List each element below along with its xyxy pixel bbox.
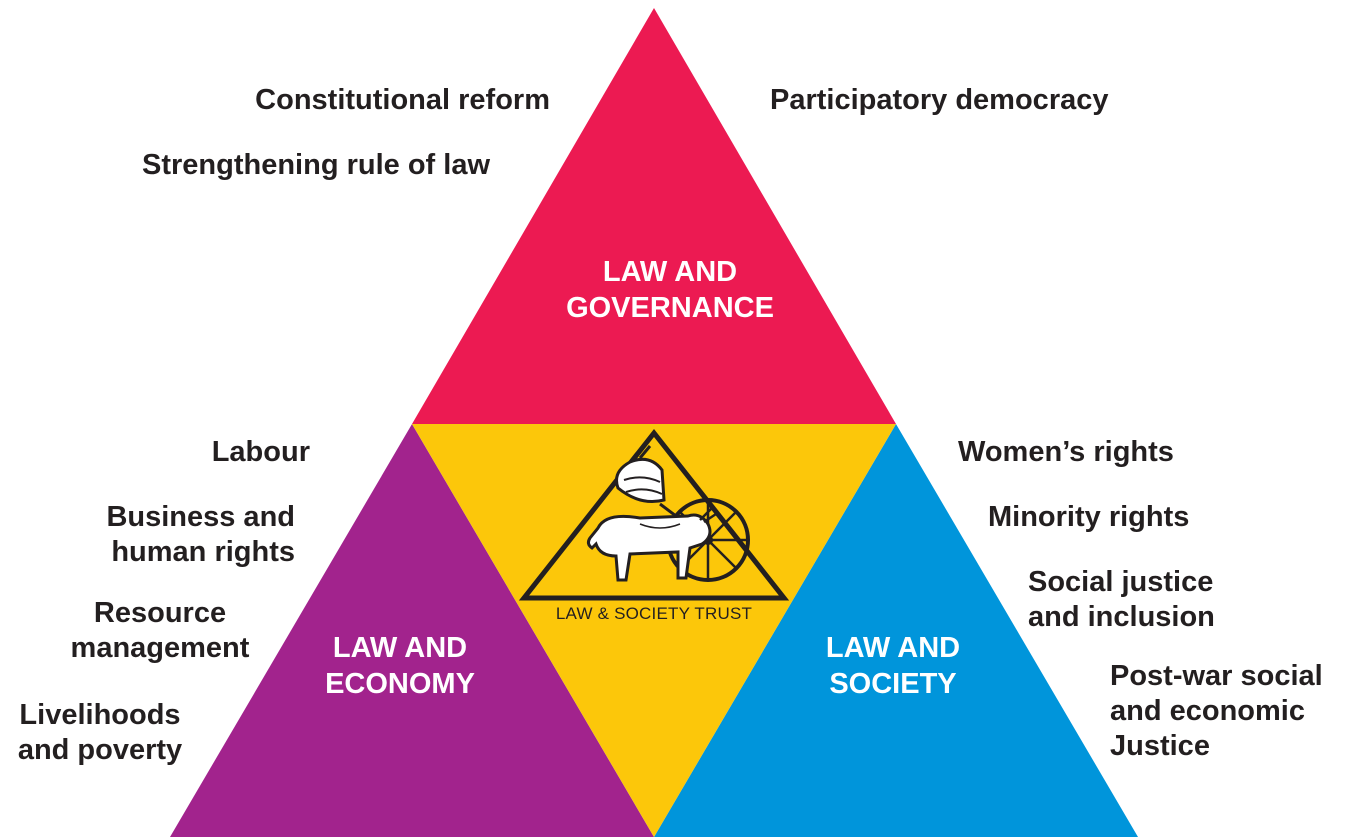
topic-post-war-justice: Post-war social and economic Justice: [1110, 660, 1323, 762]
topic-labour: Labour: [211, 436, 310, 468]
topic-participatory-democracy: Participatory democracy: [770, 84, 1109, 116]
topic-constitutional-reform: Constitutional reform: [255, 84, 550, 116]
topic-minority-rights: Minority rights: [988, 501, 1190, 533]
governance-title: LAW AND GOVERNANCE: [566, 256, 774, 324]
governance-segment: [412, 8, 896, 424]
topic-resource-management: Resource management: [70, 597, 250, 664]
economy-segment: [170, 424, 654, 837]
topic-rule-of-law: Strengthening rule of law: [141, 149, 490, 181]
trust-logo: [518, 428, 790, 601]
economy-title: LAW AND ECONOMY: [325, 632, 475, 700]
bell-icon: [615, 445, 666, 503]
center-segment: [412, 424, 896, 837]
society-title: LAW AND SOCIETY: [825, 632, 961, 700]
topic-womens-rights: Women’s rights: [958, 436, 1174, 468]
society-segment: [654, 424, 1138, 837]
logo-caption: LAW & SOCIETY TRUST: [555, 604, 753, 623]
cow-icon: [586, 507, 717, 582]
topic-business-human-rights: Business and human rights: [106, 501, 295, 568]
topic-livelihoods-poverty: Livelihoods and poverty: [17, 699, 183, 766]
logo-triangle-outline: [518, 428, 790, 601]
topic-social-justice: Social justice and inclusion: [1028, 566, 1215, 633]
